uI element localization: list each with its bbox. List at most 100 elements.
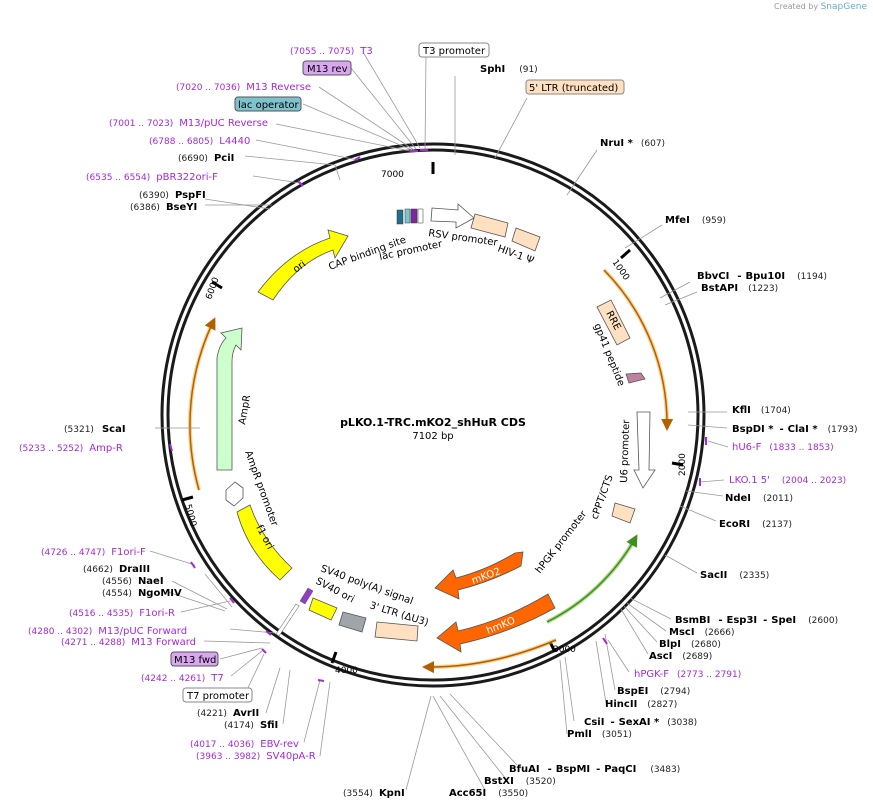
site-sphi: SphI(91): [480, 64, 538, 75]
hmko-arrow: [436, 593, 556, 653]
primer-amp-r: (5233 .. 5252)Amp-R: [19, 443, 123, 454]
primer-t3: (7055 .. 7075)T3: [290, 46, 373, 57]
tick-label-6000: 6000: [204, 276, 221, 301]
m13-rev-text: M13 rev: [307, 64, 348, 75]
orange-arc-bottom: [424, 638, 557, 670]
hiv-box: [511, 227, 541, 252]
site-bstapi: BstAPI(1223): [701, 283, 778, 294]
primer-m13-puc-forward: (4280 .. 4302)M13/pUC Forward: [28, 626, 187, 637]
site-blpi: BlpI(2680): [659, 639, 721, 650]
site-mfei: MfeI(959): [665, 215, 726, 226]
snapgene-logo: SnapGene: [820, 2, 867, 12]
ltr5-tag: [525, 79, 625, 95]
site-bsmbi: BsmBI-Esp3I-SpeI(2600): [675, 615, 838, 626]
cppt-box: [611, 502, 636, 524]
site-bspei: BspEI(2794): [617, 686, 690, 697]
site-pmli: PmlI(3051): [567, 729, 632, 740]
lac-operator-tag: [234, 96, 302, 112]
backbone-inner: [166, 148, 700, 682]
m13-rev-box: [410, 208, 418, 224]
site-pcii: (6690)PciI: [178, 153, 234, 164]
site-ngomiv: (4554)NgoMIV: [102, 588, 182, 599]
rsv-promoter-arrow: [430, 203, 475, 229]
u6-promoter-arrow: [633, 411, 656, 489]
lac-operator-text: lac operator: [238, 100, 299, 111]
site-sfii: (4174)SfiI: [224, 720, 278, 731]
t3-promoter-tag: [418, 42, 490, 58]
orange-arc-bottom-line: [422, 639, 557, 674]
t3-promoter-box: [417, 208, 424, 224]
site-scai: (5321)ScaI: [64, 424, 126, 435]
m13-fwd-text: M13 fwd: [174, 655, 216, 666]
site-asci: AscI(2689): [649, 651, 712, 662]
primer-f1ori-f: (4726 .. 4747)F1ori-F: [41, 547, 146, 558]
gp41-peptide-box: [625, 372, 646, 384]
site-acc65i: Acc65I(3550): [449, 788, 528, 799]
t7-promoter-tag: [182, 687, 253, 703]
ampr-label: AmpR: [237, 394, 253, 425]
mko2-arrow: [434, 551, 524, 600]
plasmid-name: pLKO.1-TRC.mKO2_shHuR CDS: [340, 416, 526, 429]
leader-lines: [149, 51, 729, 791]
backbone-outer: [160, 142, 706, 688]
tick-marks: [181, 162, 684, 664]
site-kpni: (3554)KpnI: [343, 788, 405, 799]
m13-rev-tag: [302, 60, 352, 76]
site-ndei: NdeI(2011): [725, 493, 793, 504]
site-pspfi: (6390)PspFI: [139, 190, 206, 201]
ampr-promoter-arrow: [225, 481, 244, 507]
ltr5-text: 5' LTR (truncated): [529, 83, 618, 94]
cppt-label: cPPT/CTS: [589, 474, 615, 521]
t7-promoter-text: T7 promoter: [186, 691, 250, 702]
site-bbvci: BbvCI-Bpu10I(1194): [697, 271, 827, 282]
primer-marks: [169, 149, 707, 682]
site-bstxi: BstXI(3520): [484, 776, 556, 787]
site-bseyi: (6386)BseYI: [130, 202, 197, 213]
primer-hu6-f: hU6-F(1833 .. 1853): [732, 442, 834, 453]
primer-f1ori-r: (4516 .. 4535)F1ori-R: [69, 608, 175, 619]
primer-t7: (4242 .. 4261)T7: [141, 673, 224, 684]
primer-l4440: (6788 .. 6805)L4440: [149, 136, 250, 147]
u6-label: U6 promoter: [619, 419, 632, 483]
orange-arc-left-line: [189, 317, 216, 491]
tick-label-2000: 2000: [678, 453, 688, 476]
tick-label-7000: 7000: [381, 170, 404, 180]
ltr3-box: [374, 621, 419, 642]
site-csii: CsiI-SexAI *(3038): [584, 717, 697, 728]
ori-arrow: [257, 229, 349, 301]
primer-m13-reverse: (7020 .. 7036)M13 Reverse: [176, 82, 311, 93]
m13-fwd-tag: [170, 651, 219, 667]
primer-ebv-rev: (4017 .. 4036)EBV-rev: [190, 739, 299, 750]
plasmid-size: 7102 bp: [412, 431, 453, 442]
primer-m13-forward: (4271 .. 4288)M13 Forward: [61, 637, 196, 648]
sv40-poly-a-box: [308, 597, 338, 621]
primer-sv40pa-r: (3963 .. 3982)SV40pA-R: [196, 751, 316, 762]
ltr5-box: [470, 213, 509, 238]
site-avrii: (4221)AvrII: [197, 708, 259, 719]
ampr-arrow: [216, 327, 243, 471]
primer-pbr322ori-f: (6535 .. 6554)pBR322ori-F: [86, 172, 218, 183]
site-ecori: EcoRI(2137): [719, 519, 792, 530]
hpgk-label: hPGK promoter: [534, 508, 590, 576]
small-features-bottom-left: [275, 587, 314, 637]
site-sacii: SacII(2335): [700, 570, 769, 581]
tick-label-3000: 3000: [553, 645, 576, 655]
site-bspdi: BspDI *-ClaI *(1793): [732, 424, 858, 435]
site-draiii: (4662)DraIII: [83, 564, 150, 575]
sv40-ori-box: [338, 611, 367, 633]
site-kfli: KflI(1704): [732, 405, 791, 416]
f1ori-arrow: [236, 504, 293, 581]
orange-arc-right-line: [603, 269, 674, 431]
snapgene-watermark: Created by SnapGene: [774, 2, 867, 12]
primer-lko1-5: LKO.1 5'(2004 .. 2023): [729, 475, 846, 486]
cap-binding-box: [396, 209, 404, 225]
site-hincii: HincII(2827): [605, 699, 677, 710]
green-arc-line: [546, 534, 638, 623]
primer-hpgk-f: hPGK-F(2773 .. 2791): [634, 669, 741, 680]
t3-promoter-text: T3 promoter: [422, 46, 486, 57]
site-bfuai: BfuAI-BspMI-PaqCI(3483): [509, 764, 680, 775]
tick-label-4000: 4000: [335, 666, 358, 676]
site-naei: (4556)NaeI: [102, 576, 164, 587]
orange-arc-right: [602, 268, 670, 429]
